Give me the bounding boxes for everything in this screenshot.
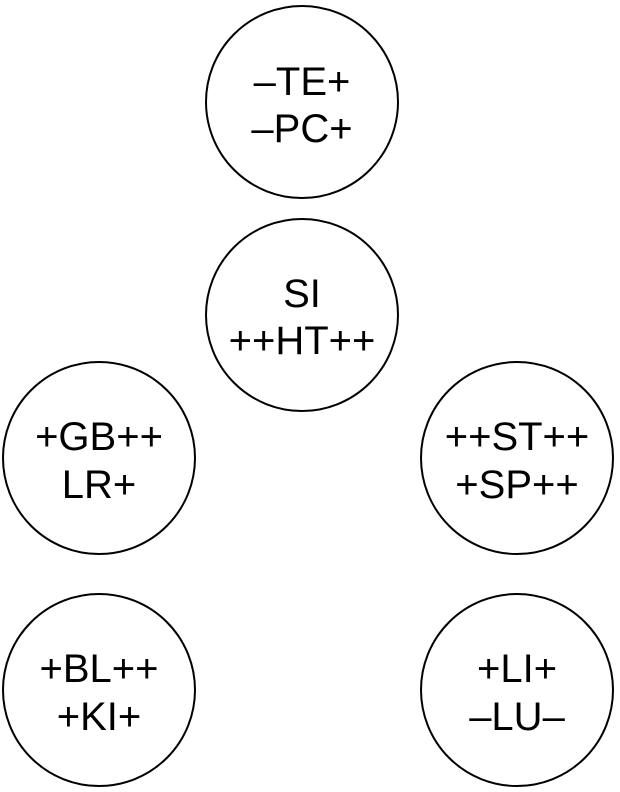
node-circle [420, 593, 614, 787]
node-bl-ki: +BL++ +KI+ [2, 593, 196, 787]
node-label-line2: LR+ [62, 463, 137, 507]
node-label-line1: +BL++ [39, 647, 158, 691]
node-label-line2: –PC+ [251, 107, 352, 151]
node-label-line1: +LI+ [477, 647, 557, 691]
node-circle [2, 593, 196, 787]
node-label-line1: SI [283, 272, 321, 316]
node-circle [205, 5, 399, 199]
node-label-line2: ++HT++ [229, 319, 376, 363]
node-circle [205, 218, 399, 412]
node-li-lu: +LI+ –LU– [420, 593, 614, 787]
node-label-line2: –LU– [469, 695, 565, 739]
node-circle [420, 361, 614, 555]
node-te-pc: –TE+ –PC+ [205, 5, 399, 199]
node-si-ht: SI ++HT++ [205, 218, 399, 412]
node-label-line2: +KI+ [57, 695, 142, 739]
node-gb-lr: +GB++ LR+ [2, 361, 196, 555]
node-label-line1: +GB++ [35, 415, 163, 459]
node-label-line1: ++ST++ [445, 415, 590, 459]
node-st-sp: ++ST++ +SP++ [420, 361, 614, 555]
node-label-line1: –TE+ [254, 60, 351, 104]
node-circle [2, 361, 196, 555]
node-label-line2: +SP++ [455, 463, 578, 507]
